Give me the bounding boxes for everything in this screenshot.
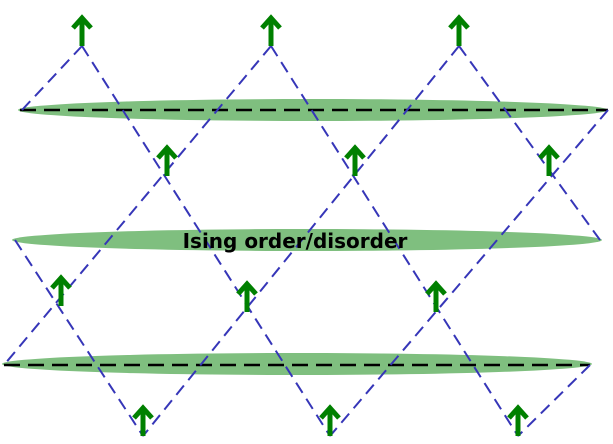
ising-label: Ising order/disorder [183, 229, 408, 253]
lattice-line [270, 45, 519, 437]
lattice-line [458, 45, 601, 241]
lattice-line [517, 364, 591, 437]
spin-up-arrow-icon [262, 18, 280, 46]
band-middle [12, 229, 602, 251]
lattice-line [21, 45, 83, 111]
bands [2, 99, 608, 375]
spin-up-arrow-icon [52, 278, 70, 306]
lattice-lines [3, 45, 609, 437]
lattice-line [142, 45, 460, 437]
lattice-line [3, 45, 272, 366]
spin-up-arrow-icon [134, 408, 152, 436]
spin-up-arrow-icon [158, 148, 176, 176]
lattice-line [329, 109, 609, 437]
spin-up-arrow-icon [346, 148, 364, 176]
spin-up-arrow-icon [73, 18, 91, 46]
spin-up-arrow-icon [321, 408, 339, 436]
spin-up-arrow-icon [450, 18, 468, 46]
spin-up-arrow-icon [427, 284, 445, 312]
black-dashed-lines [4, 108, 608, 367]
lattice-line [14, 239, 144, 437]
lattice-line [81, 45, 331, 437]
spin-up-arrow-icon [509, 408, 527, 436]
spin-up-arrow-icon [238, 284, 256, 312]
